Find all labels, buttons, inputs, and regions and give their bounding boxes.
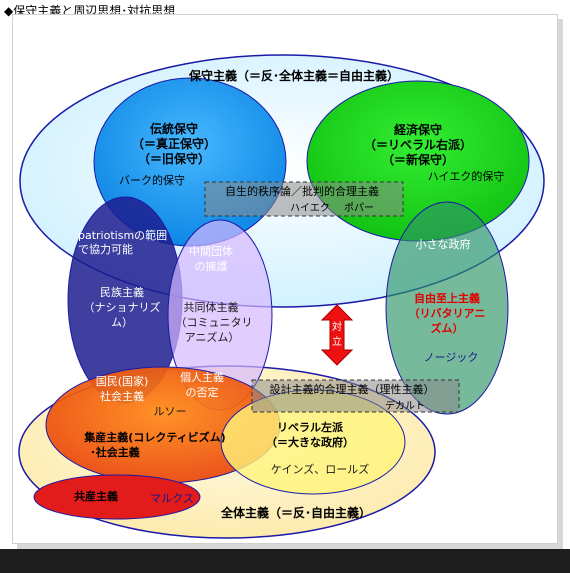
- nozick-label: ノージック: [424, 351, 479, 364]
- communism-label: 共産主義: [74, 489, 118, 503]
- spontaneous-order-label: 自生的秩序論／批判的合理主義: [225, 184, 379, 198]
- keynes-rawls-label: ケインズ、ロールズ: [271, 462, 370, 476]
- nationalism-label-3: ム）: [111, 316, 133, 329]
- traditional-subtitle-2: （＝旧保守）: [138, 151, 210, 166]
- spontaneous-order-box: [204, 181, 404, 217]
- liberal-left-label-2: （＝大きな政府）: [266, 435, 354, 449]
- libertarianism-ellipse: [385, 201, 509, 415]
- communitarianism-label-2: （コミュニタリ: [176, 316, 253, 329]
- conservatism-label: 保守主義（＝反･全体主義＝自由主義）: [188, 68, 399, 83]
- popper-label: ポパー: [344, 202, 374, 214]
- intermediate-groups-label-2: の擁護: [195, 259, 228, 273]
- bottom-bar: [0, 549, 570, 573]
- opposition-arrow: [320, 304, 354, 366]
- intermediate-groups-label-1: 中間団体: [189, 244, 233, 258]
- nationalism-label-1: 民族主義: [100, 285, 144, 299]
- libertarianism-label-3: ズム）: [431, 321, 464, 335]
- rousseau-label: ルソー: [154, 405, 187, 418]
- collectivism-label-1: 集産主義(コレクティビズム): [83, 430, 225, 444]
- individualism-negation-label-2: の否定: [186, 385, 219, 399]
- economic-subtitle-2: （＝新保守）: [382, 152, 454, 167]
- traditional-subtitle-1: （＝真正保守）: [132, 136, 216, 151]
- economic-label: 経済保守: [394, 122, 442, 137]
- descartes-label: デカルト: [385, 399, 425, 412]
- national-socialism-label-1: 国民(国家): [96, 374, 149, 388]
- hayek-label: ハイエク: [290, 202, 330, 214]
- nationalism-label-2: （ナショナリズ: [84, 300, 161, 314]
- libertarianism-label-1: 自由至上主義: [414, 291, 480, 305]
- patriotism-label-2: で協力可能: [78, 242, 133, 256]
- patriotism-label-1: patriotismの範囲: [78, 228, 167, 242]
- communism-ellipse: [33, 474, 201, 520]
- design-rationalism-label: 設計主義的合理主義（理性主義）: [270, 382, 435, 396]
- traditional-label: 伝統保守: [150, 121, 198, 136]
- opposition-label-1: 対: [332, 320, 342, 333]
- totalitarianism-label: 全体主義（＝反･自由主義）: [220, 505, 371, 520]
- collectivism-label-2: ･社会主義: [90, 445, 140, 459]
- burke-label: バーク的保守: [119, 173, 185, 187]
- libertarianism-label-2: （リバタリアニ: [409, 307, 486, 320]
- communitarianism-label-1: 共同体主義: [184, 300, 239, 314]
- economic-subtitle-1: （＝リベラル右派）: [364, 137, 472, 152]
- marx-label: マルクス: [150, 492, 194, 505]
- individualism-negation-label-1: 個人主義: [180, 370, 224, 384]
- national-socialism-label-2: 社会主義: [100, 389, 144, 403]
- small-government-label: 小さな政府: [416, 237, 471, 251]
- liberal-left-label-1: リベラル左派: [277, 420, 344, 434]
- communitarianism-label-3: アニズム）: [185, 330, 240, 344]
- hayek-conservatism-label: ハイエク的保守: [428, 169, 505, 183]
- design-rationalism-box: [251, 379, 460, 413]
- opposition-label-2: 立: [332, 335, 342, 348]
